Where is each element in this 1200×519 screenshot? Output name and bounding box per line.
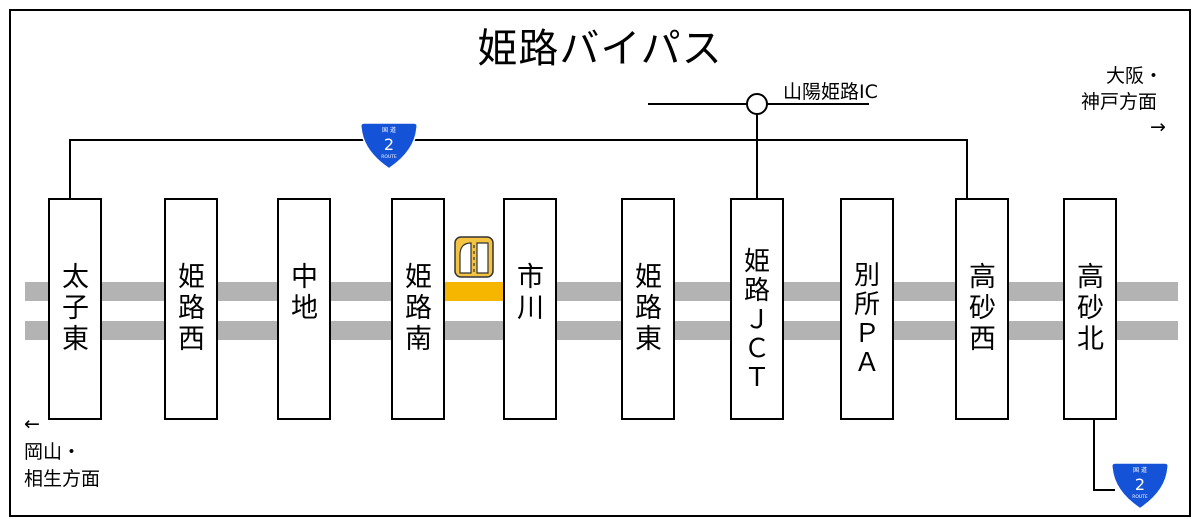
station-himeji-minami: 姫路南 (391, 198, 445, 420)
west-direction-line1: 岡山・ (24, 441, 82, 463)
station-name: 市川 (517, 262, 544, 324)
sanyo-himeji-ic-label: 山陽姫路IC (783, 81, 878, 103)
station-bessho-pa: 別所ＰＡ (840, 198, 894, 420)
route-shield-number: 2 (384, 135, 394, 154)
route-shield-number: 2 (1135, 475, 1145, 494)
route-shield-top-text: 国 道 (382, 126, 396, 134)
station-name: 姫路ＪＣＴ (744, 247, 771, 393)
east-direction-line1: 大阪・ (1106, 65, 1164, 87)
toll-gate-icon (454, 236, 494, 278)
station-name: 高砂西 (969, 262, 996, 355)
station-takasago-kita: 高砂北 (1063, 198, 1117, 420)
interchange-circle-icon (746, 93, 768, 115)
west-direction-line2: 相生方面 (24, 468, 101, 490)
station-ichikawa: 市川 (503, 198, 557, 420)
station-himeji-higashi: 姫路東 (621, 198, 675, 420)
route2-shield-icon: 国 道 2 ROUTE (360, 122, 418, 170)
route-shield-bottom-text: ROUTE (1132, 494, 1148, 500)
station-name: 姫路西 (178, 262, 205, 355)
diagram-border (9, 9, 1191, 517)
west-arrow-icon: ← (24, 413, 40, 435)
station-himeji-nishi: 姫路西 (164, 198, 218, 420)
route-shield-top-text: 国 道 (1133, 466, 1147, 474)
station-takasago-nishi: 高砂西 (955, 198, 1009, 420)
station-name: 別所ＰＡ (854, 261, 881, 378)
station-taishi-higashi: 太子東 (48, 198, 102, 420)
diagram-title: 姫路バイパス (477, 26, 723, 72)
station-himeji-jct: 姫路ＪＣＴ (730, 198, 784, 420)
station-name: 高砂北 (1077, 262, 1104, 355)
station-nakaji: 中地 (277, 198, 331, 420)
toll-segment (446, 282, 503, 301)
route2-shield-icon-lower: 国 道 2 ROUTE (1111, 462, 1169, 510)
east-arrow-icon: → (1150, 116, 1166, 138)
station-name: 姫路東 (635, 262, 662, 355)
station-name: 姫路南 (405, 262, 432, 355)
route2-continuation-line (1093, 420, 1115, 491)
station-name: 中地 (291, 262, 318, 324)
east-direction-line2: 神戸方面 (1081, 91, 1158, 113)
route-shield-bottom-text: ROUTE (381, 154, 397, 160)
station-name: 太子東 (62, 262, 89, 355)
route2-connector-line (69, 139, 968, 198)
